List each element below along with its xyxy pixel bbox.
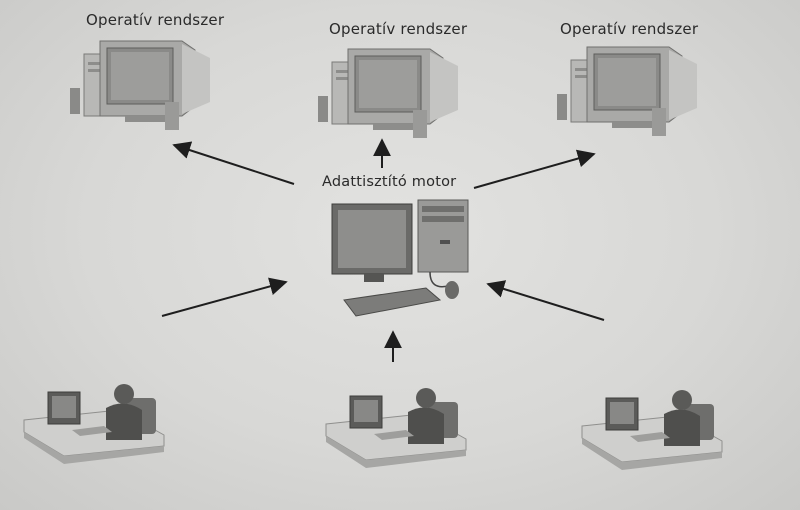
arrow-engine-to-os-right: [473, 149, 596, 189]
os-computer-middle-icon: [317, 48, 459, 139]
os-computer-right-icon: [556, 46, 698, 137]
arrow-operator-right-to-engine: [486, 280, 605, 321]
operator-right-icon: [581, 389, 723, 471]
arrow-engine-to-os-left: [172, 141, 295, 185]
os-right-label: Operatív rendszer: [560, 20, 699, 38]
engine-computer-icon: [331, 199, 469, 317]
os-computer-left-icon: [69, 40, 211, 131]
operator-middle-icon: [325, 387, 467, 469]
os-middle-label: Operatív rendszer: [329, 20, 468, 38]
operator-left-icon: [23, 383, 165, 465]
arrow-operator-left-to-engine: [161, 277, 288, 317]
engine-label: Adattisztító motor: [322, 174, 457, 190]
os-left-label: Operatív rendszer: [86, 11, 225, 29]
